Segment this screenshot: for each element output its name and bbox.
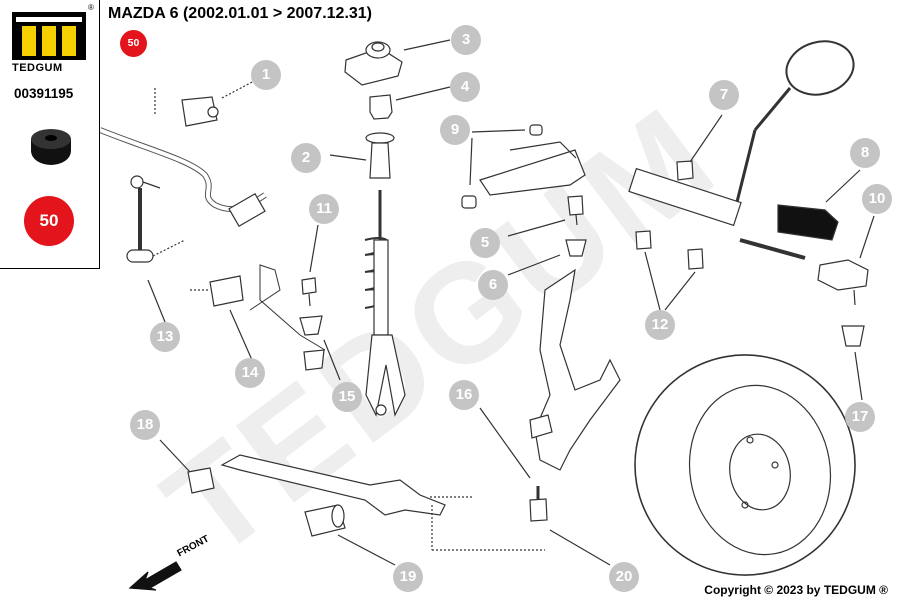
front-arrow [128,561,182,591]
part-1-stabilizer-bushing [181,79,257,127]
callout-20[interactable]: 20 [609,562,639,592]
part-5-ball-joint [507,195,584,237]
part-15-boot [299,315,341,381]
steering-column [628,40,855,260]
tedgum-logo-icon [12,12,86,60]
part-19-bushing [304,504,396,566]
part-9-upper-arm [461,124,586,209]
lower-control-arm [220,454,545,551]
part-7-bushing [676,114,723,181]
part-17-boot [841,325,865,401]
part-6-boot [507,239,587,276]
callout-18[interactable]: 18 [130,410,160,440]
steering-knuckle [529,268,621,471]
callout-17[interactable]: 17 [845,402,875,432]
copyright-notice: Copyright © 2023 by TEDGUM ® [704,583,888,597]
product-bushing-icon [31,129,71,165]
brand-sidebar: ® TEDGUM 00391195 50 [0,0,100,269]
part-11-ball-joint [301,224,319,307]
callout-1[interactable]: 1 [251,60,281,90]
brand-name: TEDGUM [12,62,63,74]
title-badge: 50 [120,30,147,57]
part-12-bushings [635,230,704,311]
callout-14[interactable]: 14 [235,358,265,388]
callout-11[interactable]: 11 [309,194,339,224]
callout-3[interactable]: 3 [451,25,481,55]
part-20-ball-joint [479,407,611,566]
page-title: MAZDA 6 (2002.01.01 > 2007.12.31) [108,5,373,22]
part-number: 00391195 [14,86,74,101]
strut-assembly [329,39,451,417]
part-18-bushing [159,439,215,494]
callout-8[interactable]: 8 [850,138,880,168]
part-10-tie-rod-end [817,215,875,306]
callout-12[interactable]: 12 [645,310,675,340]
stabilizer-bar [98,127,267,227]
callout-7[interactable]: 7 [709,80,739,110]
wheel [634,354,856,576]
part-count-badge: 50 [24,196,74,246]
part-8-steering-boot [777,169,861,241]
callout-13[interactable]: 13 [150,322,180,352]
registered-mark: ® [88,3,94,12]
part-14-arm-bushing [209,264,326,361]
part-13-stabilizer-link [126,175,186,323]
callout-5[interactable]: 5 [470,228,500,258]
callout-16[interactable]: 16 [449,380,479,410]
callout-15[interactable]: 15 [332,382,362,412]
callout-6[interactable]: 6 [478,270,508,300]
callout-4[interactable]: 4 [450,72,480,102]
callout-10[interactable]: 10 [862,184,892,214]
callout-19[interactable]: 19 [393,562,423,592]
callout-9[interactable]: 9 [440,115,470,145]
callout-2[interactable]: 2 [291,143,321,173]
